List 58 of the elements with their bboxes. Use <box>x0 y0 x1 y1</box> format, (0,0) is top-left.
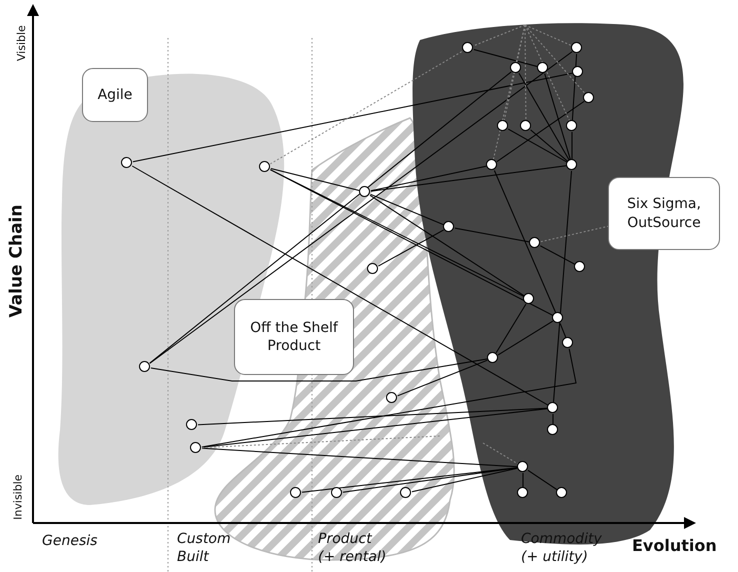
dotted-connector <box>492 24 526 160</box>
connector-line <box>150 358 488 382</box>
connector-line <box>370 194 524 296</box>
connector-line <box>544 73 571 160</box>
connector-line <box>132 166 548 406</box>
dotted-connector <box>202 436 440 448</box>
dotted-connector <box>524 24 570 122</box>
axis-label: Evolution <box>632 536 717 557</box>
connector-line <box>302 467 518 493</box>
connector-line <box>528 470 558 490</box>
stage-label: Genesis <box>42 532 98 550</box>
callout-box: Agile <box>82 68 148 122</box>
stage-label: Custom Built <box>177 530 232 566</box>
connector-line <box>370 165 567 192</box>
axis-label: Value Chain <box>5 204 28 318</box>
connector-line <box>496 304 526 354</box>
connector-line <box>494 170 556 313</box>
connector-line <box>397 360 488 396</box>
connector-line <box>149 71 512 364</box>
connector-line <box>411 468 518 492</box>
axis-label: Invisible <box>12 474 26 520</box>
connector-line <box>508 128 568 162</box>
connector-line <box>202 448 518 468</box>
axis-label: Visible <box>14 25 29 62</box>
dotted-connector <box>270 50 464 164</box>
connector-line <box>572 54 578 120</box>
dotted-connector <box>482 442 518 464</box>
connector-line <box>198 408 548 426</box>
connector-line <box>560 323 566 338</box>
connector-line <box>498 320 554 356</box>
connector-line <box>553 170 572 402</box>
callout-box: Off the Shelf Product <box>234 299 354 375</box>
connector-line <box>270 168 360 191</box>
connector-line <box>370 194 444 226</box>
connector-line <box>530 129 568 162</box>
connector-line <box>270 169 554 316</box>
connector-line <box>540 245 576 265</box>
connector-line <box>522 472 524 488</box>
connector-line <box>518 72 570 160</box>
callout-box: Six Sigma, OutSource <box>608 177 720 250</box>
dotted-connector <box>524 24 572 46</box>
dotted-connector <box>524 24 526 120</box>
stage-label: Product (+ rental) <box>318 530 388 566</box>
dotted-connector <box>524 24 586 94</box>
connector-line <box>552 414 554 424</box>
dotted-connector <box>540 226 608 242</box>
connector-line <box>473 49 538 67</box>
connector-line <box>370 166 487 192</box>
connector-line <box>270 169 524 297</box>
connector-line <box>496 100 585 162</box>
connector-line <box>342 467 518 493</box>
stage-label: Commodity (+ utility) <box>521 530 603 566</box>
connector-line <box>201 348 577 448</box>
dotted-connector <box>473 24 526 46</box>
connector-line <box>454 228 530 242</box>
connector-line <box>149 51 573 364</box>
connector-line <box>132 72 573 162</box>
connector-line <box>202 408 548 448</box>
